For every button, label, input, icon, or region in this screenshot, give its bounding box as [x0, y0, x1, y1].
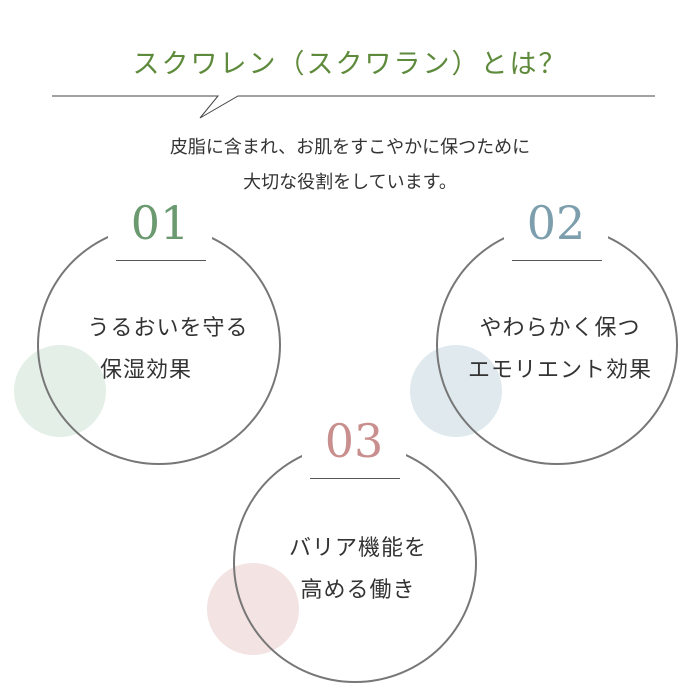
- intro-line-2: 大切な役割をしています。: [243, 172, 457, 193]
- item-02-label-line-2: エモリエント効果: [467, 358, 652, 383]
- item-02-label: やわらかく保つ エモリエント効果: [430, 308, 690, 392]
- intro-text: 皮脂に含まれ、お肌をすこやかに保つために 大切な役割をしています。: [0, 130, 700, 200]
- title-underline-pointer: [52, 95, 655, 119]
- item-03-number: 03: [302, 415, 406, 467]
- item-03-label-line-2: 高める働き: [300, 578, 416, 603]
- page-title: スクワレン（スクワラン）とは？: [132, 49, 568, 80]
- item-01-number-underline: [116, 260, 206, 261]
- intro-line-1: 皮脂に含まれ、お肌をすこやかに保つために: [169, 137, 531, 158]
- item-01-label-line-1: うるおいを守る: [87, 316, 249, 341]
- item-01-label-line-2: 保湿効果: [100, 358, 193, 383]
- item-03-label: バリア機能を 高める働き: [228, 528, 488, 612]
- item-03-label-line-1: バリア機能を: [288, 536, 427, 561]
- item-01-number: 01: [108, 197, 212, 249]
- item-02-number-underline: [512, 260, 602, 261]
- item-01-label: うるおいを守る 保湿効果: [38, 308, 298, 392]
- item-03-number-underline: [310, 478, 400, 479]
- item-02-label-line-1: やわらかく保つ: [479, 316, 641, 341]
- item-02-number: 02: [504, 197, 608, 249]
